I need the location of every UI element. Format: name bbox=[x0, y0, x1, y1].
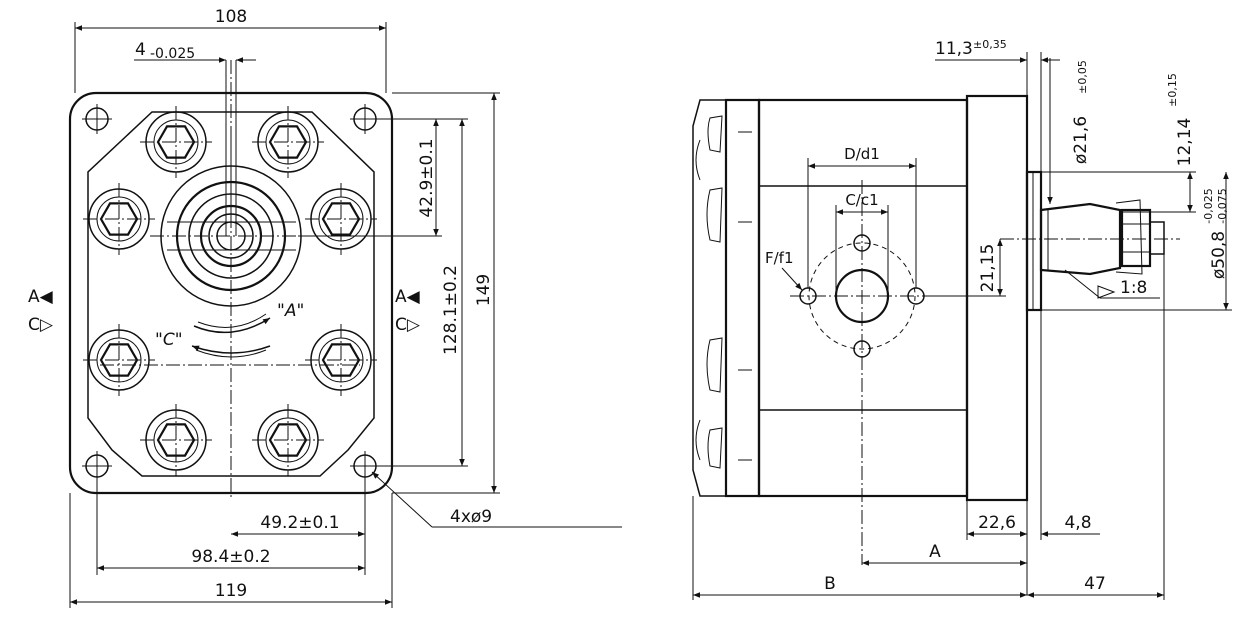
svg-text:119: 119 bbox=[215, 581, 247, 601]
dim-port-height: 21,15 bbox=[924, 239, 1006, 297]
dim-bolt-vertical: 128.1±0.2 bbox=[380, 118, 468, 467]
port-label-c-left: C▷ bbox=[28, 315, 54, 335]
taper-ratio-note: 1:8 bbox=[1064, 269, 1160, 299]
rotation-label-a: "A" bbox=[277, 301, 304, 321]
dim-holes-leader: 4xø9 bbox=[371, 471, 622, 528]
shaft-thread bbox=[1149, 221, 1165, 255]
dim-pilot-diameter: ø50,8 -0,025 -0,075 bbox=[1041, 171, 1232, 311]
svg-text:21,15: 21,15 bbox=[978, 244, 998, 293]
svg-text:C/c1: C/c1 bbox=[845, 191, 878, 209]
svg-text:ø50,8: ø50,8 bbox=[1209, 231, 1229, 279]
svg-text:22,6: 22,6 bbox=[978, 513, 1016, 533]
rotation-arrow-ccw bbox=[191, 345, 271, 354]
dim-flange-thickness: 22,6 bbox=[966, 500, 1028, 595]
dim-port-bore: C/c1 bbox=[835, 191, 889, 296]
svg-text:98.4±0.2: 98.4±0.2 bbox=[191, 547, 270, 567]
dim-width-108: 108 bbox=[74, 7, 387, 93]
svg-text:±0,15: ±0,15 bbox=[1166, 73, 1179, 107]
port-flange bbox=[790, 180, 935, 565]
dim-bolt-horizontal: 98.4±0.2 bbox=[96, 476, 366, 575]
dim-height-149: 149 bbox=[392, 92, 500, 494]
dim-shaft-diameter: ø21,6 ±0,05 bbox=[1047, 58, 1091, 204]
svg-text:108: 108 bbox=[215, 7, 247, 27]
dim-key-width: 4 -0.025 bbox=[134, 40, 256, 63]
svg-text:128.1±0.2: 128.1±0.2 bbox=[441, 265, 461, 355]
svg-text:±0,35: ±0,35 bbox=[973, 38, 1007, 51]
rotation-arrow-cw bbox=[193, 317, 271, 334]
rear-section bbox=[724, 98, 761, 498]
side-view: D/d1 C/c1 F/f1 21,15 11,3 ±0,35 bbox=[692, 38, 1232, 600]
dim-port-flange: D/d1 bbox=[807, 145, 917, 288]
dim-a: A bbox=[862, 542, 1027, 566]
dim-b: B bbox=[692, 496, 1027, 600]
tapered-shaft bbox=[1039, 202, 1122, 276]
dim-width-119: 119 bbox=[69, 493, 393, 608]
shaft-nut bbox=[1120, 208, 1152, 268]
svg-text:49.2±0.1: 49.2±0.1 bbox=[260, 513, 339, 533]
rear-bolt-heads bbox=[695, 115, 723, 469]
svg-text:47: 47 bbox=[1084, 574, 1106, 594]
rotation-label-c: "C" bbox=[155, 330, 183, 350]
bolt-head bbox=[83, 183, 155, 255]
svg-text:12,14: 12,14 bbox=[1175, 118, 1195, 167]
dim-taper-length: 12,14 ±0,15 bbox=[1100, 73, 1196, 213]
rear-cover-outline bbox=[692, 99, 727, 497]
port-label-a-left: A◀ bbox=[28, 287, 54, 307]
svg-text:-0,075: -0,075 bbox=[1216, 188, 1229, 223]
dim-shaft-offset: 42.9±0.1 bbox=[298, 118, 442, 237]
bolt-head bbox=[140, 106, 212, 178]
dim-port-thread: F/f1 bbox=[765, 249, 803, 291]
port-label-a-right: A◀ bbox=[395, 287, 421, 307]
svg-text:F/f1: F/f1 bbox=[765, 249, 794, 267]
dim-shaft-length: 47 bbox=[1027, 254, 1165, 600]
bolt-head bbox=[140, 404, 212, 476]
dim-half-bolt-horizontal: 49.2±0.1 bbox=[231, 476, 366, 540]
svg-text:D/d1: D/d1 bbox=[844, 145, 880, 163]
svg-text:-0.025: -0.025 bbox=[150, 46, 195, 62]
svg-text:149: 149 bbox=[474, 274, 494, 306]
front-view: "C" "A" A◀ C▷ A◀ C▷ 108 4 -0.025 42.9±0.… bbox=[28, 7, 622, 608]
svg-text:-0,025: -0,025 bbox=[1202, 188, 1215, 223]
svg-text:B: B bbox=[824, 574, 836, 594]
svg-text:11,3: 11,3 bbox=[935, 39, 973, 59]
svg-text:42.9±0.1: 42.9±0.1 bbox=[417, 138, 437, 217]
svg-text:4: 4 bbox=[135, 40, 146, 60]
rotation-arrows: "C" "A" bbox=[155, 301, 304, 358]
svg-text:1:8: 1:8 bbox=[1120, 278, 1147, 298]
svg-text:4xø9: 4xø9 bbox=[450, 507, 492, 527]
dim-pilot-length: 4,8 bbox=[1010, 310, 1100, 540]
bolt-head bbox=[252, 106, 324, 178]
port-label-c-right: C▷ bbox=[395, 315, 421, 335]
dim-shaft-step: 11,3 ±0,35 bbox=[935, 38, 1060, 172]
bolt-heads bbox=[83, 106, 377, 476]
svg-text:ø21,6: ø21,6 bbox=[1071, 116, 1091, 164]
bolt-head bbox=[305, 324, 377, 396]
bolt-head bbox=[83, 324, 155, 396]
front-flange-section bbox=[965, 94, 1029, 502]
bolt-head bbox=[252, 404, 324, 476]
svg-text:A: A bbox=[929, 542, 941, 562]
svg-text:±0,05: ±0,05 bbox=[1076, 60, 1089, 94]
svg-text:4,8: 4,8 bbox=[1064, 513, 1091, 533]
front-body-outline bbox=[87, 111, 375, 477]
bolt-head bbox=[305, 183, 377, 255]
pilot-boss bbox=[1025, 170, 1043, 312]
